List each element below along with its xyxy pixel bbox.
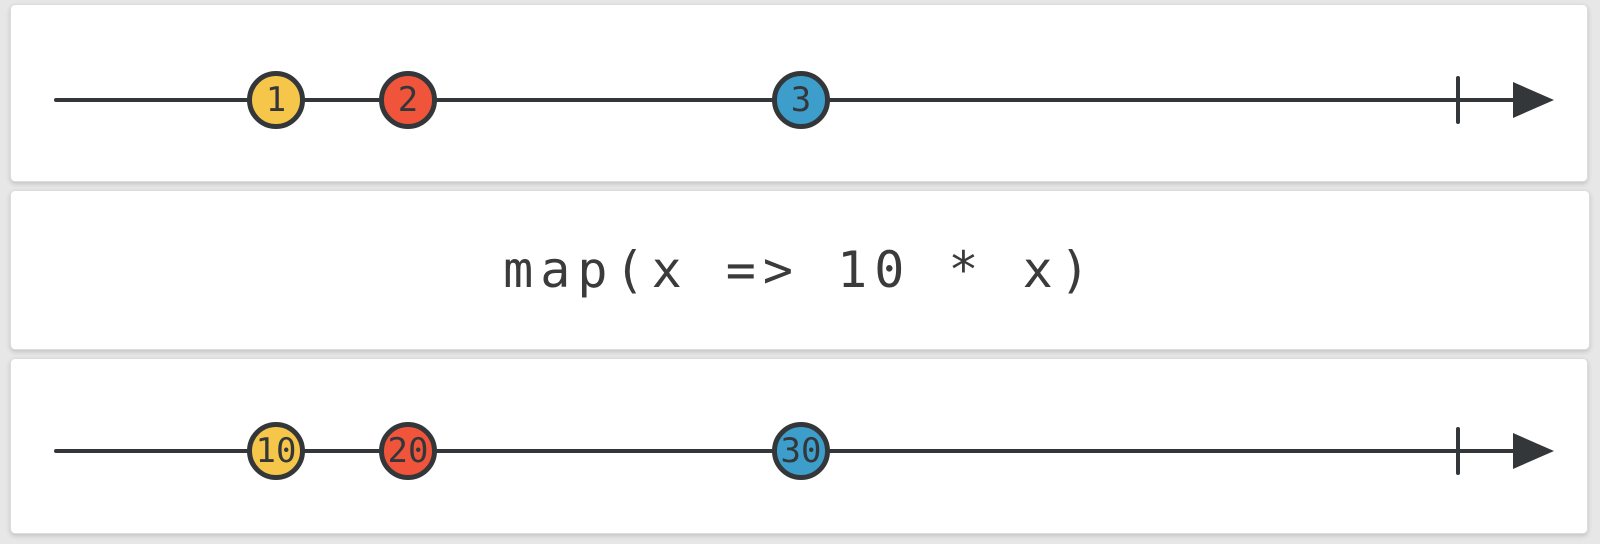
output-marble-10: 10	[247, 422, 305, 480]
output-marble-20: 20	[379, 422, 437, 480]
input-marble-1-label: 1	[265, 80, 287, 120]
output-complete-tick	[1456, 427, 1460, 475]
output-marble-30: 30	[772, 422, 830, 480]
output-arrowhead-icon	[1513, 433, 1554, 469]
input-marble-3[interactable]: 3	[772, 71, 830, 129]
input-marble-1[interactable]: 1	[247, 71, 305, 129]
input-stream-panel: 1 2 3	[10, 4, 1588, 182]
operator-panel: map(x => 10 * x)	[10, 190, 1590, 350]
output-marble-10-label: 10	[255, 431, 297, 471]
input-complete-tick[interactable]	[1456, 76, 1460, 124]
output-marble-30-label: 30	[780, 431, 822, 471]
input-marble-2[interactable]: 2	[379, 71, 437, 129]
input-marble-3-label: 3	[790, 80, 812, 120]
input-arrowhead-icon	[1513, 82, 1554, 118]
output-marble-20-label: 20	[387, 431, 429, 471]
operator-expression: map(x => 10 * x)	[503, 241, 1097, 299]
output-stream-panel: 10 20 30	[10, 358, 1588, 534]
input-marble-2-label: 2	[397, 80, 419, 120]
